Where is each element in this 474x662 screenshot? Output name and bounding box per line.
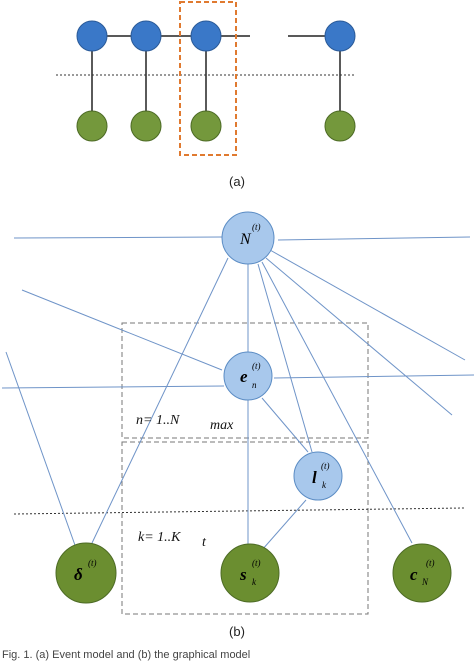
panel-a-label: (a) <box>229 174 245 189</box>
node-c-sub: N <box>421 577 429 587</box>
edge-e-l <box>261 397 309 453</box>
edge <box>265 257 453 416</box>
edge <box>21 289 223 371</box>
node-l-sub: k <box>322 480 327 490</box>
edge <box>269 249 466 361</box>
bottom-node <box>130 110 162 142</box>
node-delta-base: δ <box>74 565 83 584</box>
node-s-sub: k <box>252 577 257 587</box>
top-node <box>324 20 356 52</box>
node-e-sup: (t) <box>252 361 261 371</box>
edge-l-s <box>261 499 307 551</box>
panel-a: (a) <box>56 1 356 189</box>
node-e-sub: n <box>252 380 257 390</box>
dotted-separator <box>13 507 465 515</box>
node-N: N (t) <box>221 211 275 265</box>
node-s-sup: (t) <box>252 558 261 568</box>
node-N-sup: (t) <box>252 222 261 232</box>
bottom-node <box>76 110 108 142</box>
figure-caption: Fig. 1. (a) Event model and (b) the grap… <box>2 649 250 661</box>
plate-n <box>121 322 369 439</box>
edge-N-c <box>261 261 413 544</box>
top-node <box>130 20 162 52</box>
node-delta-sup: (t) <box>88 558 97 568</box>
node-N-base: N <box>239 231 252 248</box>
edge <box>273 374 474 379</box>
node-c-base: c <box>410 565 418 584</box>
panel-b-label: (b) <box>229 624 245 639</box>
node-e: e (t) n <box>223 351 273 401</box>
panel-b: N (t) e (t) n l (t) k δ (t) s (t) k c <box>1 211 474 639</box>
plate-k <box>121 441 369 615</box>
node-c: c (t) N <box>392 543 452 603</box>
edge <box>13 236 223 239</box>
plate-k-sub: t <box>202 535 207 550</box>
node-s: s (t) k <box>220 543 280 603</box>
node-delta: δ (t) <box>55 542 117 604</box>
edge <box>1 385 225 389</box>
edge <box>277 236 471 241</box>
node-s-base: s <box>239 565 247 584</box>
bottom-node <box>324 110 356 142</box>
node-l-base: l <box>312 468 317 487</box>
top-node <box>76 20 108 52</box>
node-l: l (t) k <box>293 451 343 501</box>
edge-N-delta <box>91 257 229 544</box>
node-l-sup: (t) <box>321 461 330 471</box>
plate-k-label: k= 1..K <box>138 530 181 545</box>
edge <box>5 351 77 549</box>
highlight-box <box>179 1 237 156</box>
bottom-node <box>190 110 222 142</box>
plate-n-label: n= 1..N <box>136 413 180 428</box>
node-c-sup: (t) <box>426 558 435 568</box>
plate-n-sub: max <box>210 418 234 433</box>
node-e-base: e <box>240 367 248 386</box>
edge-N-l <box>257 263 313 453</box>
top-node <box>190 20 222 52</box>
